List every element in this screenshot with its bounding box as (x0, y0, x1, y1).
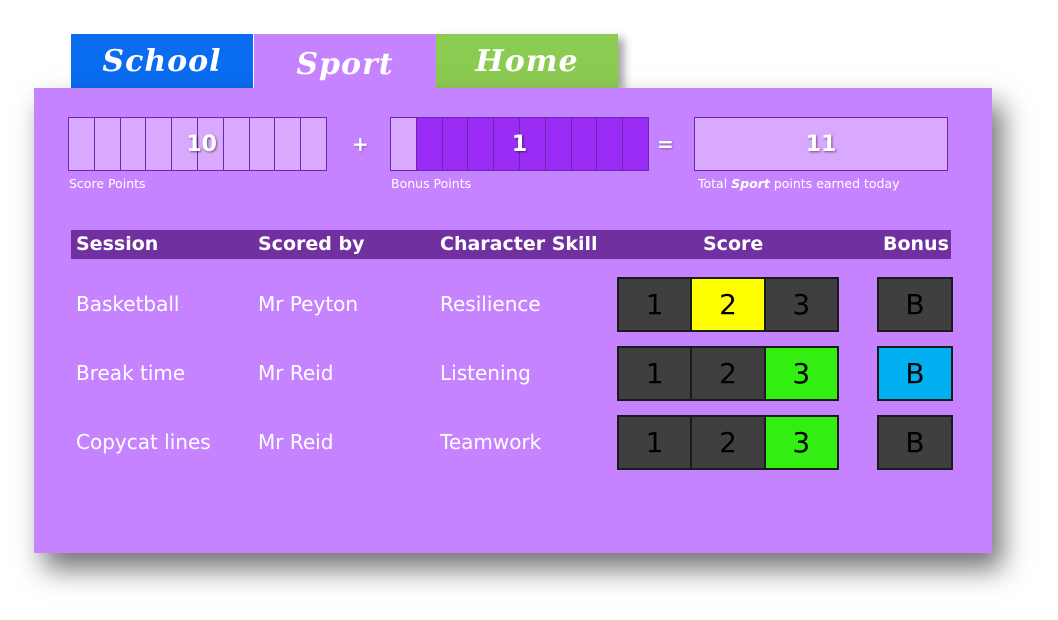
bonus-points-value: 1 (390, 117, 649, 171)
tab-school[interactable]: School (71, 34, 253, 88)
total-points-caption: Total Sport points earned today (698, 176, 900, 191)
total-caption-suffix: points earned today (769, 176, 900, 191)
score-button-2[interactable]: 2 (692, 417, 766, 468)
row-scored-by: Mr Reid (258, 361, 334, 385)
score-points-value: 10 (68, 117, 327, 171)
total-points-value: 11 (694, 117, 948, 171)
bonus-button[interactable]: B (877, 277, 953, 332)
bar-segment (468, 118, 495, 170)
bar-segment (197, 118, 224, 170)
total-caption-emph: Sport (731, 176, 770, 191)
bonus-button[interactable]: B (877, 415, 953, 470)
score-points-caption: Score Points (69, 176, 146, 191)
row-skill: Teamwork (440, 430, 542, 454)
row-session: Break time (76, 361, 186, 385)
bar-segment (519, 118, 546, 170)
total-points-box (694, 117, 948, 171)
row-scored-by: Mr Reid (258, 430, 334, 454)
bar-segment (391, 118, 417, 170)
score-points-bar (68, 117, 327, 171)
total-points-number: 11 (805, 131, 837, 157)
plus-sign: + (352, 132, 369, 156)
row-scored-by: Mr Peyton (258, 292, 359, 316)
bar-segment (69, 118, 95, 170)
score-button-3[interactable]: 3 (765, 417, 837, 468)
bonus-button[interactable]: B (877, 346, 953, 401)
tab-sport[interactable]: Sport (254, 34, 436, 94)
score-button-3[interactable]: 3 (765, 279, 837, 330)
bar-segment (442, 118, 469, 170)
bar-segment (94, 118, 121, 170)
header-score: Score (703, 233, 764, 255)
total-caption-prefix: Total (698, 176, 732, 191)
score-button-1[interactable]: 1 (619, 348, 693, 399)
tab-home[interactable]: Home (436, 34, 618, 88)
score-button-1[interactable]: 1 (619, 279, 693, 330)
bonus-points-bar (390, 117, 649, 171)
bar-segment (416, 118, 443, 170)
bar-segment (571, 118, 598, 170)
equals-sign: = (657, 132, 674, 156)
score-button-2[interactable]: 2 (692, 348, 766, 399)
bonus-points-number: 1 (511, 131, 528, 157)
score-points-number: 10 (186, 131, 217, 157)
bar-segment (301, 118, 326, 170)
bar-segment (146, 118, 173, 170)
header-session: Session (76, 233, 159, 255)
table-header: Session Scored by Character Skill Score … (71, 230, 951, 259)
header-scored-by: Scored by (258, 233, 365, 255)
score-button-2[interactable]: 2 (692, 279, 766, 330)
bar-segment (223, 118, 250, 170)
bar-segment (545, 118, 572, 170)
bar-segment (120, 118, 147, 170)
score-button-1[interactable]: 1 (619, 417, 693, 468)
bonus-points-caption: Bonus Points (391, 176, 472, 191)
score-button-3[interactable]: 3 (765, 348, 837, 399)
bar-segment (494, 118, 520, 170)
header-bonus: Bonus (883, 233, 949, 255)
bar-segment (172, 118, 198, 170)
bar-segment (597, 118, 624, 170)
row-skill: Resilience (440, 292, 541, 316)
row-session: Basketball (76, 292, 180, 316)
bar-segment (275, 118, 302, 170)
row-session: Copycat lines (76, 430, 211, 454)
header-character-skill: Character Skill (440, 233, 598, 255)
bar-segment (249, 118, 276, 170)
row-skill: Listening (440, 361, 531, 385)
bar-segment (623, 118, 648, 170)
